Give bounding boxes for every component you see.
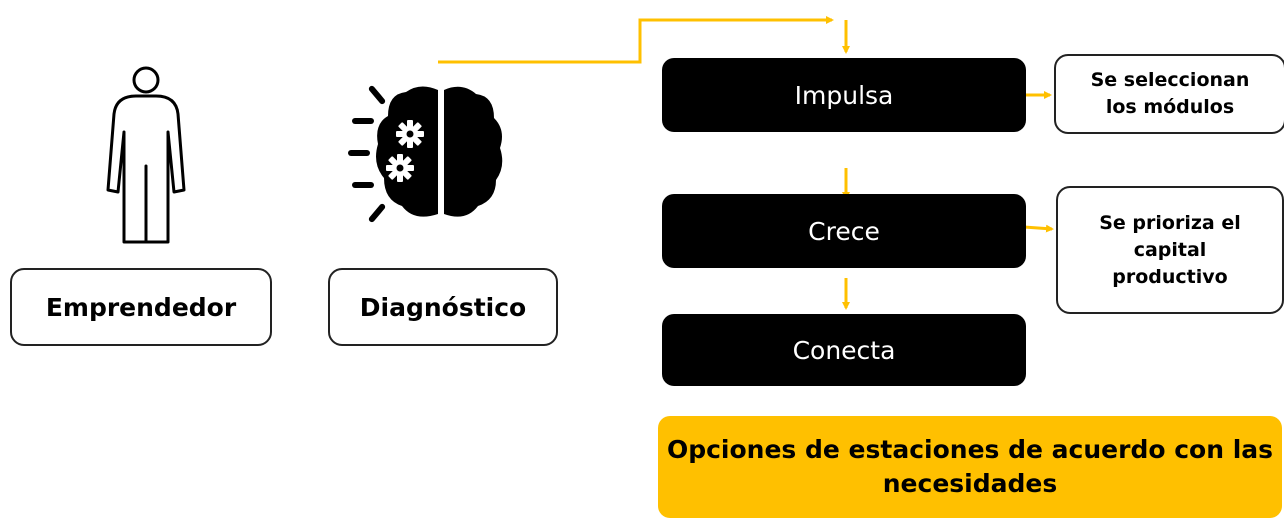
impulsa-box: Impulsa [662, 58, 1026, 132]
crece-box: Crece [662, 194, 1026, 268]
emprendedor-label: Emprendedor [45, 292, 237, 322]
seleccionan-line-1: Se seleccionan [1090, 69, 1250, 91]
diagnostico-label: Diagnóstico [359, 292, 527, 322]
crece-label: Crece [808, 216, 880, 246]
conecta-box: Conecta [662, 314, 1026, 386]
prioriza-box: Se prioriza el capital productivo [1056, 186, 1284, 314]
person-icon [106, 66, 186, 244]
emprendedor-box: Emprendedor [10, 268, 272, 346]
conecta-label: Conecta [792, 335, 896, 365]
diagnostico-box: Diagnóstico [328, 268, 558, 346]
prioriza-line-3: productivo [1112, 265, 1228, 288]
seleccionan-line-2: los módulos [1105, 96, 1235, 118]
diagnostico-connector [438, 16, 834, 64]
prioriza-line-2: capital [1133, 238, 1207, 261]
brain-gears-icon [348, 85, 503, 223]
arrow-crece-prioriza [1023, 224, 1054, 233]
opciones-line-2: necesidades [882, 469, 1058, 498]
opciones-box: Opciones de estaciones de acuerdo con la… [658, 416, 1282, 518]
opciones-line-1: Opciones de estaciones de acuerdo con la… [666, 435, 1274, 464]
impulsa-label: Impulsa [794, 80, 894, 110]
prioriza-line-1: Se prioriza el [1099, 211, 1241, 234]
seleccionan-box: Se seleccionan los módulos [1054, 54, 1284, 134]
